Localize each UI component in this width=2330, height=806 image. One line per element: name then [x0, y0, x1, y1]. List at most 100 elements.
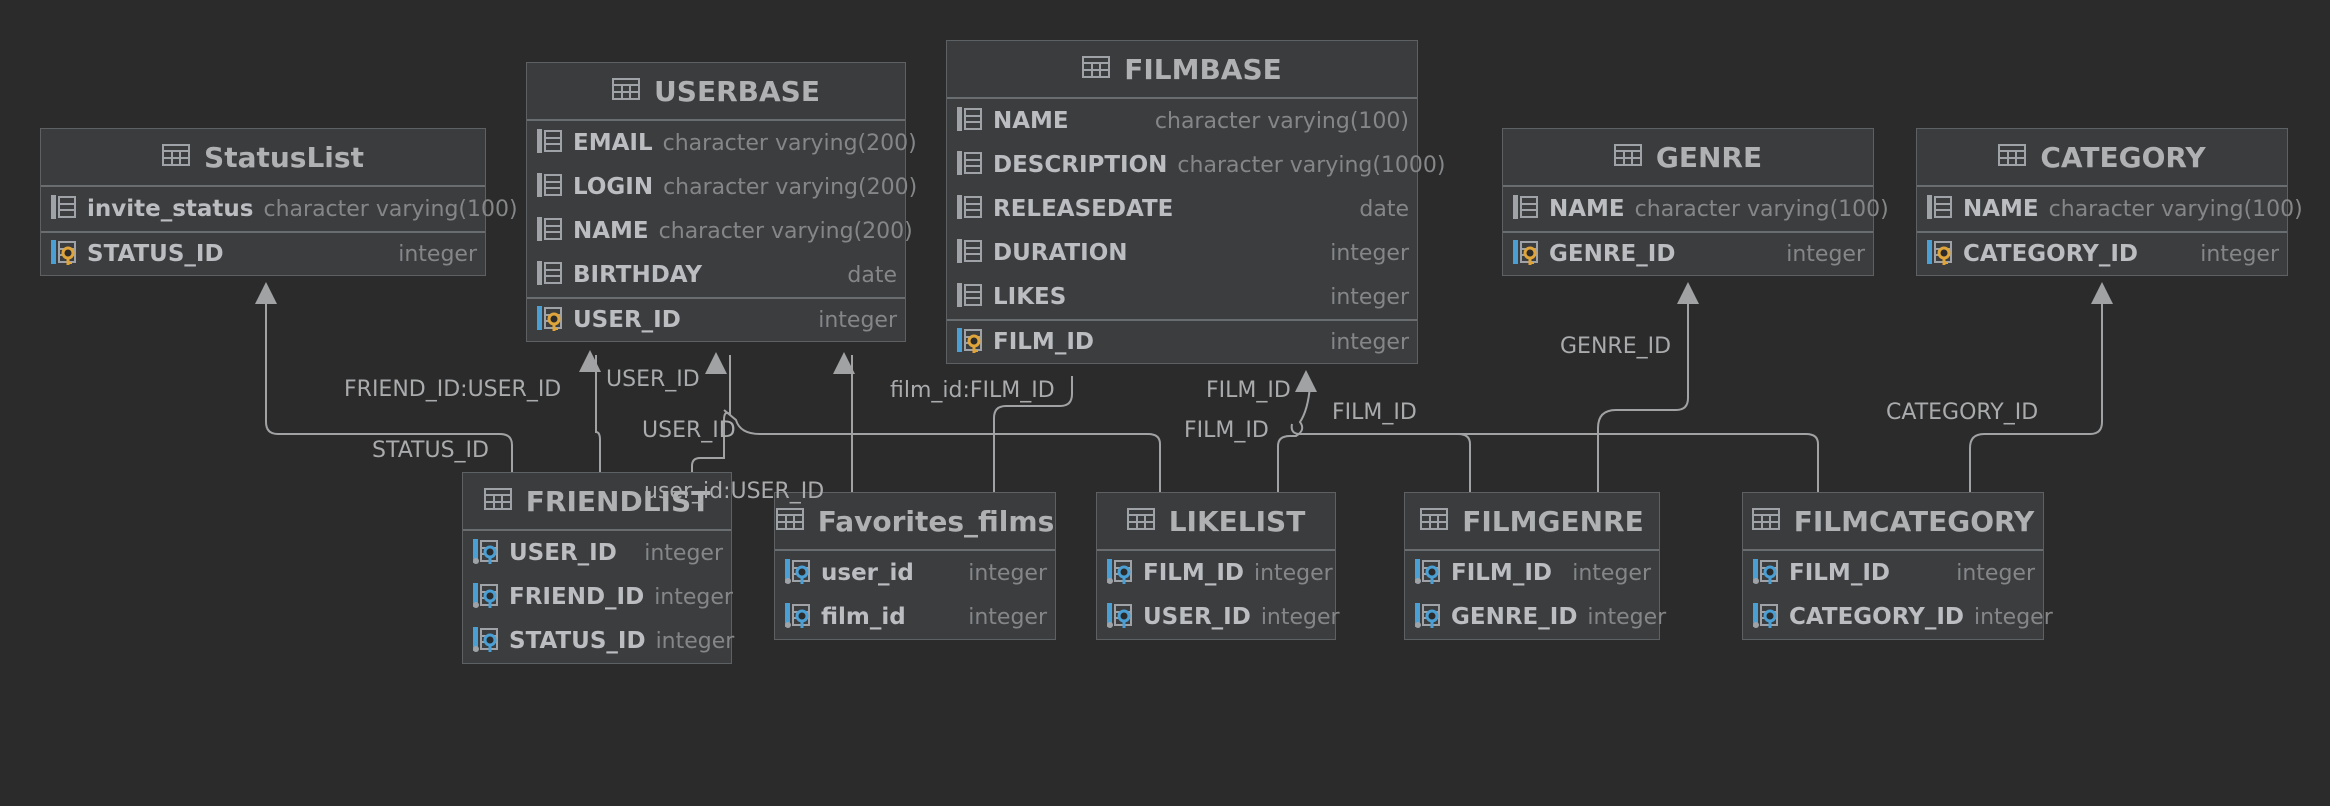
column-name: BIRTHDAY [573, 262, 703, 288]
column-name: FRIEND_ID [509, 584, 645, 610]
column-type: integer [1253, 560, 1333, 586]
column-type: integer [818, 307, 897, 333]
column-row[interactable]: FILM_ID integer [1097, 551, 1335, 595]
column-name: NAME [993, 108, 1069, 134]
column-name: EMAIL [573, 130, 653, 156]
column-row[interactable]: CATEGORY_ID integer [1917, 231, 2287, 275]
column-type: integer [2200, 241, 2279, 267]
table-statuslist[interactable]: StatusList invite_status character varyin… [40, 128, 518, 276]
arrow-head [579, 350, 601, 372]
foreign-key-icon [471, 625, 501, 657]
table-title: Favorites_films [817, 504, 1055, 538]
column-name: FILM_ID [1451, 560, 1552, 586]
edge-label: user_id:USER_ID [644, 479, 825, 504]
table-title: StatusList [204, 140, 364, 174]
column-name: FILM_ID [1143, 560, 1244, 586]
column-name: NAME [1963, 196, 2039, 222]
table-icon [1613, 144, 1642, 170]
column-name: DESCRIPTION [993, 152, 1168, 178]
column-type: character varying(100) [263, 196, 518, 222]
table-title: FILMBASE [1124, 52, 1282, 86]
table-icon [1420, 508, 1449, 534]
relationship-edge [993, 376, 1073, 492]
column-type: integer [644, 540, 723, 566]
table-title: GENRE [1655, 140, 1763, 174]
column-name: LIKES [993, 284, 1067, 310]
column-icon [955, 149, 985, 181]
column-row[interactable]: invite_status character varying(100) [41, 187, 518, 231]
foreign-key-icon [471, 581, 501, 613]
foreign-key-icon [1413, 601, 1443, 633]
relationship-edge [723, 409, 1161, 492]
table-header: FILMCATEGORY [1743, 493, 2043, 551]
arrow-head [255, 282, 277, 304]
column-row[interactable]: DESCRIPTION character varying(1000) [947, 143, 1446, 187]
table-icon [1751, 508, 1780, 534]
column-type: character varying(1000) [1177, 152, 1446, 178]
column-icon [955, 237, 985, 269]
column-icon [1925, 193, 1955, 225]
column-icon [1511, 193, 1541, 225]
column-name: STATUS_ID [509, 628, 646, 654]
foreign-key-icon [1751, 557, 1781, 589]
column-name: CATEGORY_ID [1963, 241, 2138, 267]
foreign-key-icon [1105, 601, 1135, 633]
edge-label: film_id:FILM_ID [890, 378, 1055, 403]
column-type: integer [1956, 560, 2035, 586]
primary-key-icon [1511, 238, 1541, 270]
primary-key-icon [1925, 238, 1955, 270]
column-name: FILM_ID [993, 329, 1094, 355]
column-type: character varying(200) [663, 174, 918, 200]
column-type: integer [654, 584, 733, 610]
relationship-edge [595, 355, 601, 472]
relationship-edge [1969, 286, 2103, 492]
column-row[interactable]: FILM_ID integer [1743, 551, 2043, 595]
column-icon [535, 259, 565, 291]
column-row[interactable]: FRIEND_ID integer [463, 575, 733, 619]
table-title: CATEGORY [2040, 140, 2206, 174]
table-icon [1082, 56, 1111, 82]
edge-label: CATEGORY_ID [1886, 400, 2039, 425]
column-type: integer [968, 560, 1047, 586]
column-name: GENRE_ID [1451, 604, 1578, 630]
edge-label: FILM_ID [1332, 400, 1417, 425]
column-name: invite_status [87, 196, 254, 222]
table-icon [162, 144, 191, 170]
column-name: FILM_ID [1789, 560, 1890, 586]
column-icon [535, 171, 565, 203]
column-name: CATEGORY_ID [1789, 604, 1964, 630]
table-title: FRIENDLIST [525, 484, 711, 518]
table-icon [1126, 508, 1155, 534]
